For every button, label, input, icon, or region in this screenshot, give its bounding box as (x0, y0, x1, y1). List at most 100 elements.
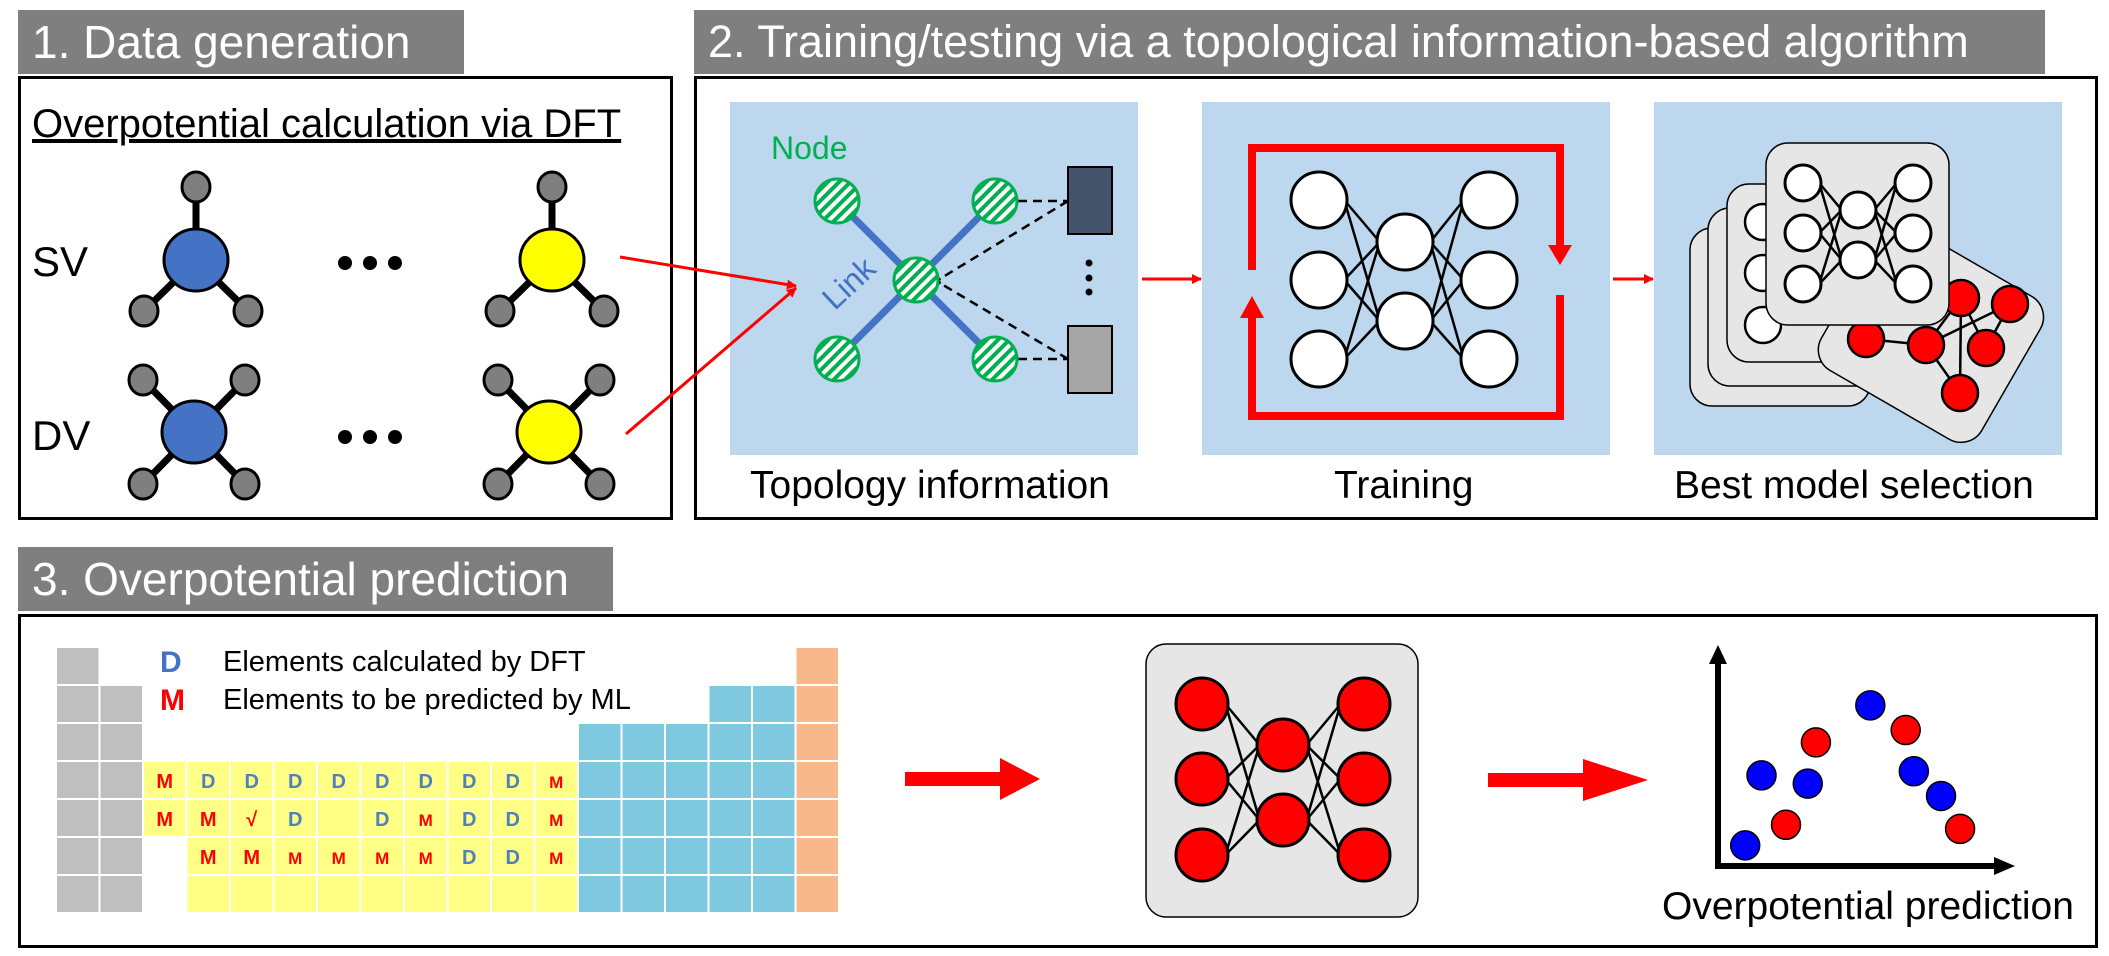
nn-node (1375, 291, 1435, 351)
element-cell (709, 838, 751, 874)
element-cell (796, 800, 838, 836)
element-cell (579, 800, 621, 836)
ligand-atom (536, 170, 568, 204)
element-cell (231, 876, 273, 912)
element-cell (405, 762, 447, 798)
ellipsis-dots-dv (338, 430, 402, 444)
scatter-point-dft (1925, 780, 1957, 812)
element-label: M (549, 811, 563, 830)
nn-node (1289, 170, 1349, 230)
element-cell (622, 724, 664, 760)
element-cell (100, 724, 142, 760)
element-cell (622, 838, 664, 874)
element-cell (448, 762, 490, 798)
element-label: D (506, 847, 520, 869)
element-cell (187, 838, 229, 874)
scatter-point-ml (1890, 714, 1921, 746)
element-label: M (288, 849, 302, 868)
nn-node (1459, 170, 1519, 230)
element-cell (100, 686, 142, 722)
training-loop-arrows (1240, 144, 1572, 420)
node-label: Node (771, 130, 848, 166)
element-cell (100, 838, 142, 874)
arrow-dv-to-topology (625, 286, 797, 436)
element-cell (666, 876, 708, 912)
nn-node (1336, 827, 1392, 883)
element-label: M (156, 809, 173, 831)
element-label: D (462, 771, 476, 793)
element-label: √ (246, 809, 258, 831)
nn-node (1783, 163, 1823, 203)
element-cell (535, 800, 577, 836)
nn-node (1336, 676, 1392, 732)
best-model-red-network (1846, 278, 2030, 413)
feature-block-dark (1067, 166, 1113, 235)
nn-node (1906, 325, 1946, 365)
sv-blue-molecule (128, 170, 264, 328)
element-label: M (375, 849, 389, 868)
element-cell (361, 876, 403, 912)
scatter-point-dft (1729, 830, 1761, 861)
element-cell (753, 800, 795, 836)
nn-node (1990, 284, 2030, 324)
element-cell (709, 686, 751, 722)
element-cell (709, 800, 751, 836)
model-cards (1689, 142, 2045, 444)
element-cell (666, 762, 708, 798)
nn-node (1255, 792, 1311, 848)
element-cell (361, 762, 403, 798)
element-label: M (419, 811, 433, 830)
element-cell (100, 876, 142, 912)
nn-node (1966, 328, 2006, 368)
element-cell (753, 838, 795, 874)
element-cell (318, 762, 360, 798)
element-cell (753, 876, 795, 912)
sv-label: SV (32, 238, 89, 285)
nn-node (1940, 373, 1980, 413)
element-label: D (375, 809, 389, 831)
nn-node (1289, 329, 1349, 389)
element-cell (666, 724, 708, 760)
graph-node (813, 177, 861, 225)
element-label: M (332, 849, 346, 868)
element-cell (405, 876, 447, 912)
element-label: D (201, 771, 215, 793)
element-label: M (549, 849, 563, 868)
element-cell (622, 762, 664, 798)
element-cell (361, 800, 403, 836)
big-arrow-2 (1488, 759, 1648, 801)
overpotential-scatter-plot (1709, 645, 2015, 875)
legend-m-text: Elements to be predicted by ML (223, 684, 631, 716)
ligand-atom (482, 467, 514, 501)
scatter-point-dft (1792, 768, 1824, 799)
element-cell (144, 762, 186, 798)
element-label: D (288, 771, 302, 793)
ligand-atom (232, 294, 264, 328)
element-label: D (245, 771, 259, 793)
element-label: D (288, 809, 302, 831)
element-cell (405, 800, 447, 836)
element-cell (666, 800, 708, 836)
nn-node (1174, 827, 1230, 883)
element-cell (274, 762, 316, 798)
element-cell (231, 838, 273, 874)
element-cell (187, 762, 229, 798)
ligand-atom (482, 363, 514, 397)
element-cell (274, 800, 316, 836)
ligand-atom (127, 467, 159, 501)
element-cell (57, 762, 99, 798)
element-cell (274, 838, 316, 874)
nn-node (1459, 329, 1519, 389)
element-cell (448, 800, 490, 836)
element-cell (492, 838, 534, 874)
element-cell (100, 762, 142, 798)
nn-node (1375, 212, 1435, 272)
element-cell (231, 800, 273, 836)
element-cell (666, 838, 708, 874)
ligand-atom (484, 294, 516, 328)
element-cell (405, 838, 447, 874)
topology-graph (813, 166, 1113, 394)
